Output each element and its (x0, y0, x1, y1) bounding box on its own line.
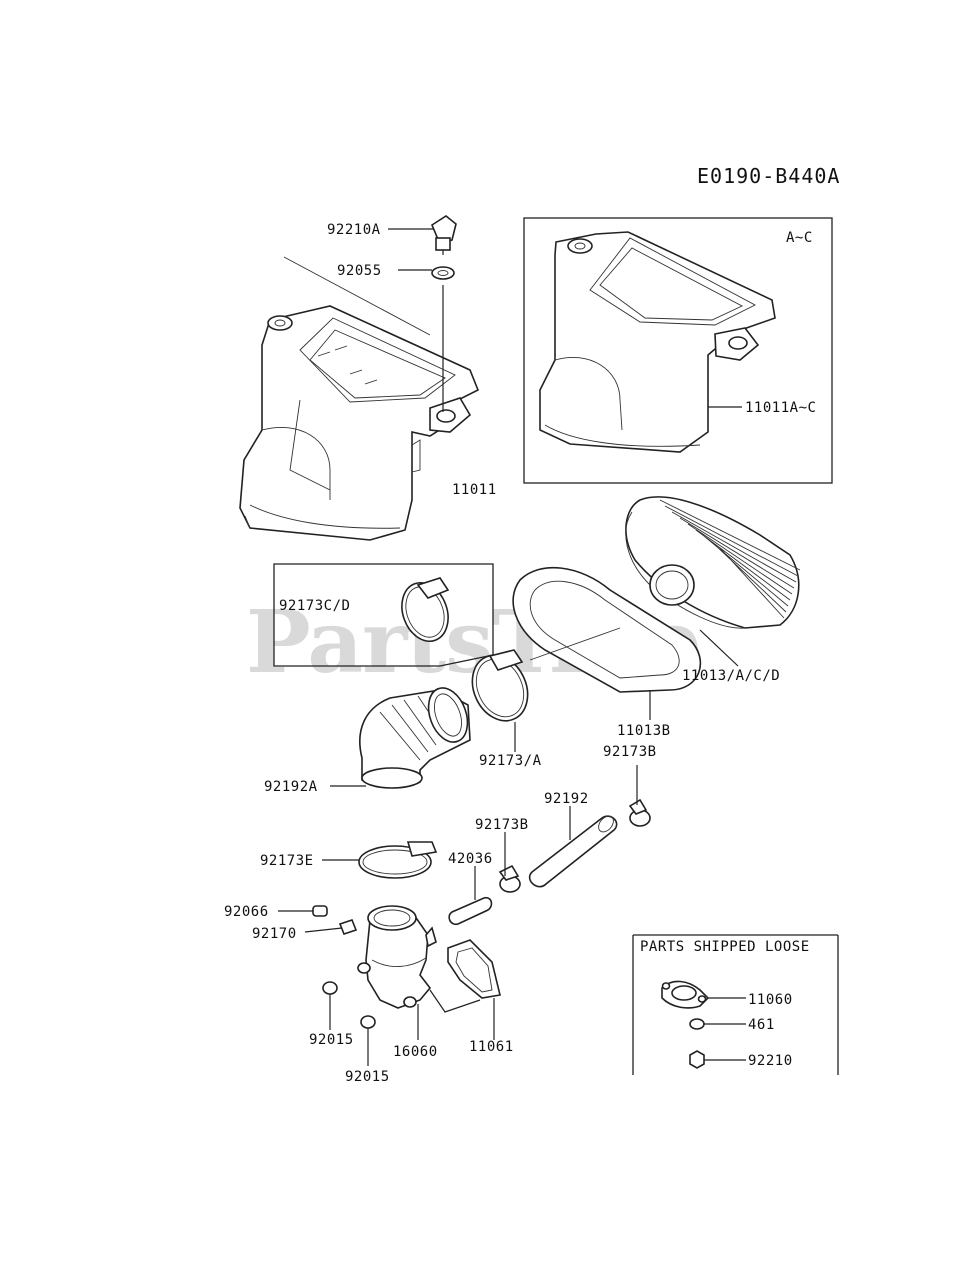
label-92015-bottom: 92015 (345, 1069, 390, 1085)
label-11011A-C: 11011A~C (745, 400, 816, 416)
label-92055: 92055 (337, 263, 382, 279)
label-461: 461 (748, 1017, 775, 1033)
diagram-code: E0190-B440A (697, 164, 840, 188)
label-92173C-D: 92173C/D (279, 598, 350, 614)
label-92015-left: 92015 (309, 1032, 354, 1048)
label-11013-A-C-D: 11013/A/C/D (682, 668, 780, 684)
hose-clamp-cd (401, 577, 450, 642)
loose-box (632, 934, 839, 1075)
label-92192A: 92192A (264, 779, 318, 795)
label-92170: 92170 (252, 926, 297, 942)
intake-elbow (357, 905, 437, 1009)
gasket-bracket (429, 989, 481, 1013)
small-clamp-top (628, 798, 651, 827)
hose-clamp-e (358, 841, 438, 879)
loose-gasket (661, 980, 710, 1009)
label-16060: 16060 (393, 1044, 438, 1060)
label-92173E: 92173E (260, 853, 314, 869)
label-92210: 92210 (748, 1053, 793, 1069)
loose-box-title: PARTS SHIPPED LOOSE (640, 939, 810, 955)
label-11011: 11011 (452, 482, 497, 498)
air-filter-element (625, 496, 801, 629)
label-11061: 11061 (469, 1039, 514, 1055)
wing-nut (431, 215, 457, 255)
loose-washer (689, 1018, 705, 1030)
variant-box-label: A~C (786, 230, 813, 246)
nipple (312, 905, 358, 935)
variant-box (523, 217, 833, 484)
leader-lines (278, 228, 746, 1066)
air-cleaner-cover (239, 256, 480, 541)
washer (431, 266, 455, 280)
label-42036: 42036 (448, 851, 493, 867)
nut-bottom (360, 1015, 376, 1029)
elbow-hose (359, 687, 471, 789)
label-11013B: 11013B (617, 723, 671, 739)
hose-clamp-a (471, 649, 529, 722)
label-92173B-top: 92173B (603, 744, 657, 760)
pipe (448, 896, 493, 926)
label-11060: 11060 (748, 992, 793, 1008)
label-92210A: 92210A (327, 222, 381, 238)
part-labels: 92210A 92055 11011 11011A~C 92173C/D 110… (224, 222, 816, 1085)
nut-left (322, 981, 338, 995)
label-92173B-mid: 92173B (475, 817, 529, 833)
label-92173-A: 92173/A (479, 753, 542, 769)
loose-nut (689, 1050, 705, 1069)
breather-hose (528, 815, 618, 888)
gasket (447, 939, 501, 999)
clamp-box (273, 563, 494, 667)
small-clamp-mid (498, 864, 521, 893)
air-cleaner-cover-variant (539, 231, 776, 453)
foam-pre-cleaner (512, 566, 702, 693)
label-92192: 92192 (544, 791, 589, 807)
label-92066: 92066 (224, 904, 269, 920)
